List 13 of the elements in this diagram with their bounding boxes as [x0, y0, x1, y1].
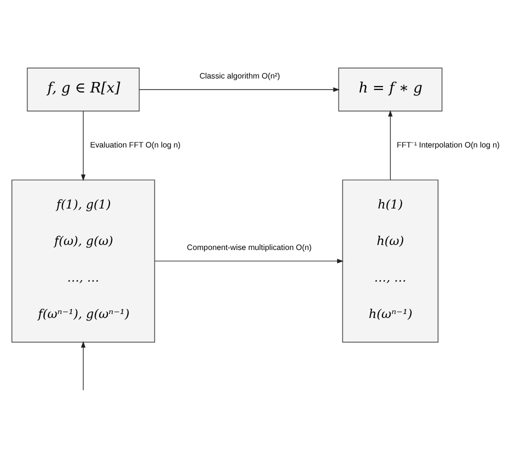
edge-label: Classic algorithm O(n²) — [198, 71, 280, 80]
edge-label: FFT⁻¹ Interpolation O(n log n) — [396, 140, 500, 150]
arrow — [80, 110, 86, 180]
edge-label: Component-wise multiplication O(n) — [186, 242, 312, 252]
arrow — [138, 86, 340, 92]
arrow — [80, 340, 86, 390]
node-box: f(1), g(1) f(ω), g(ω) …, … f(ωⁿ⁻¹), g(ωⁿ⁻¹) — [10, 179, 155, 342]
node-box: h(1) h(ω) …, … h(ωⁿ⁻¹) — [342, 179, 438, 342]
arrow — [388, 110, 392, 180]
arrow — [154, 258, 344, 263]
node-box: h = f ∗ g — [338, 67, 442, 112]
node-box: f, g ∈ R[x] — [26, 67, 140, 112]
edge-label: Evaluation FFT O(n log n) — [90, 140, 180, 150]
